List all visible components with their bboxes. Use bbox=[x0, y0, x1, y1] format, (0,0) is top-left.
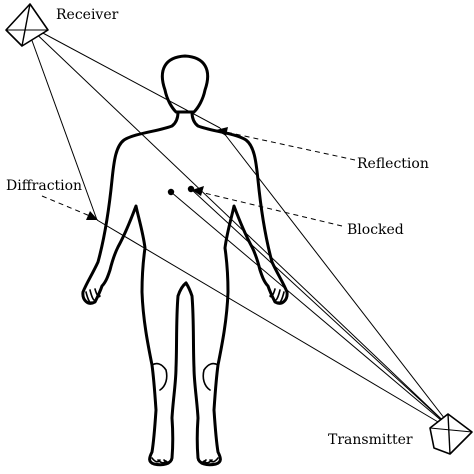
blocked-arrowhead bbox=[192, 186, 204, 196]
ray-diffraction-incident bbox=[25, 23, 98, 221]
reflection-pointer-line bbox=[225, 131, 356, 161]
left-foot-toes bbox=[151, 457, 173, 464]
left-hand-fingers bbox=[85, 288, 101, 304]
body-head bbox=[160, 54, 210, 114]
diffraction-pointer-line bbox=[41, 195, 91, 217]
ray-blocked-left bbox=[170, 191, 456, 433]
body-left-side bbox=[81, 110, 188, 467]
left-knee-detail bbox=[151, 362, 168, 391]
right-foot-toes bbox=[197, 457, 219, 464]
right-hand-fingers bbox=[269, 288, 285, 304]
ray-reflection-outgoing bbox=[219, 127, 456, 433]
ray-diffraction-outgoing bbox=[96, 219, 456, 433]
blocked-label: Blocked bbox=[347, 222, 404, 238]
body-right-side bbox=[184, 110, 289, 467]
propagation-rays bbox=[25, 23, 456, 433]
reflection-label: Reflection bbox=[357, 156, 429, 172]
ray-blocked-right bbox=[190, 188, 456, 433]
right-knee-detail bbox=[202, 362, 219, 391]
pointer-arrows bbox=[41, 127, 356, 227]
transmitter-antenna-icon bbox=[429, 413, 473, 455]
receiver-label: Receiver bbox=[56, 7, 119, 23]
ray-reflection-incident bbox=[25, 23, 221, 129]
human-body-figure bbox=[81, 54, 289, 467]
receiver-antenna-icon bbox=[5, 3, 49, 47]
blocked-pointer-line bbox=[199, 191, 343, 227]
transmitter-label: Transmitter bbox=[328, 432, 413, 448]
diffraction-label: Diffraction bbox=[6, 178, 82, 194]
reflection-arrowhead bbox=[216, 127, 228, 136]
ray-direct-through-body bbox=[25, 23, 456, 433]
diffraction-arrowhead bbox=[86, 211, 98, 220]
